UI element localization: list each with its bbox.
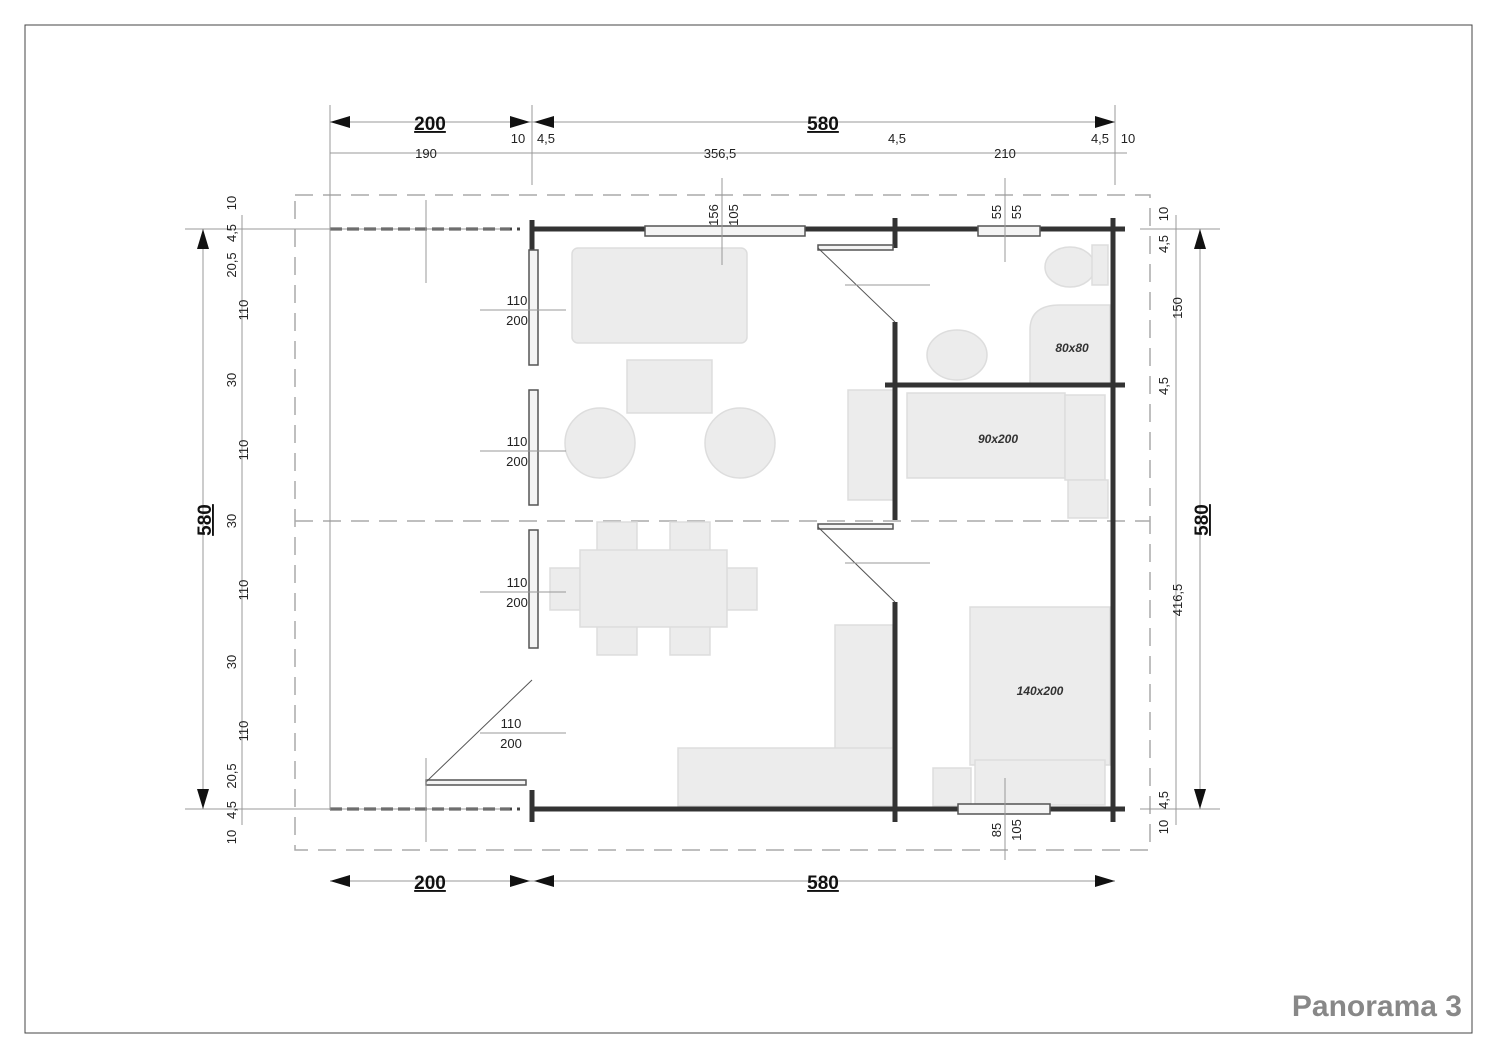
svg-text:4,5: 4,5 [224, 801, 239, 819]
svg-text:10: 10 [1156, 207, 1171, 221]
furniture [549, 244, 1111, 807]
svg-text:110: 110 [507, 575, 528, 590]
chair [596, 624, 638, 656]
svg-text:190: 190 [415, 146, 437, 161]
svg-text:156: 156 [706, 204, 721, 226]
svg-text:20,5: 20,5 [224, 763, 239, 788]
washbasin [926, 329, 988, 381]
model-title: Panorama 3 [1292, 990, 1462, 1023]
svg-text:30: 30 [224, 514, 239, 528]
svg-text:10: 10 [1121, 131, 1135, 146]
svg-text:110: 110 [236, 440, 251, 461]
dimension-lines [185, 105, 1220, 882]
depth-right: 580 [1192, 504, 1213, 536]
right-detail-dims: 10 4,5 150 4,5 416,5 4,5 10 [1156, 207, 1185, 834]
svg-text:200: 200 [506, 595, 528, 610]
coffee-table [626, 359, 713, 414]
house-width: 580 [807, 114, 839, 135]
nightstand [932, 767, 972, 807]
svg-text:200: 200 [506, 454, 528, 469]
svg-text:30: 30 [224, 655, 239, 669]
svg-text:10: 10 [224, 196, 239, 210]
svg-text:10: 10 [511, 131, 525, 146]
depth-left: 580 [195, 504, 216, 536]
terrace-width-bottom: 200 [414, 873, 446, 894]
nightstand [1064, 394, 1106, 481]
svg-text:105: 105 [726, 204, 741, 226]
svg-text:110: 110 [236, 300, 251, 321]
svg-text:30: 30 [224, 373, 239, 387]
single-bed [906, 392, 1066, 479]
svg-text:55: 55 [989, 205, 1004, 219]
svg-text:200: 200 [506, 313, 528, 328]
dimension-arrows [197, 116, 1206, 887]
toilet [1044, 246, 1096, 288]
svg-text:356,5: 356,5 [704, 146, 737, 161]
svg-text:210: 210 [994, 146, 1016, 161]
terrace-width: 200 [414, 114, 446, 135]
svg-text:4,5: 4,5 [1156, 235, 1171, 253]
chair [596, 521, 638, 553]
bed-pillows [974, 759, 1106, 806]
chair [669, 521, 711, 553]
svg-text:4,5: 4,5 [1091, 131, 1109, 146]
svg-text:416,5: 416,5 [1170, 584, 1185, 617]
svg-text:10: 10 [224, 830, 239, 844]
opening-labels: 110 200 110 200 110 200 110 200 156 105 … [500, 204, 1024, 841]
svg-text:110: 110 [507, 293, 528, 308]
svg-text:4,5: 4,5 [537, 131, 555, 146]
toilet-tank [1091, 244, 1109, 286]
chair [669, 624, 711, 656]
kitchen-stove [834, 624, 894, 751]
chair [726, 567, 758, 611]
armchair [704, 407, 776, 479]
sofa [571, 247, 748, 344]
top-detail-dims: 190 10 4,5 356,5 4,5 210 4,5 10 [415, 131, 1135, 161]
shower-size: 80x80 [1055, 341, 1089, 355]
svg-text:4,5: 4,5 [224, 224, 239, 242]
kitchen-counter [677, 747, 894, 807]
frame [24, 24, 1473, 1034]
single-bed-size: 90x200 [978, 432, 1018, 446]
svg-text:110: 110 [236, 580, 251, 601]
dining-table [579, 549, 728, 628]
svg-text:20,5: 20,5 [224, 252, 239, 277]
svg-text:110: 110 [236, 721, 251, 742]
openings [425, 225, 1051, 815]
svg-text:4,5: 4,5 [1156, 791, 1171, 809]
shower [1029, 304, 1111, 386]
double-bed [969, 606, 1111, 766]
nightstand [1067, 479, 1109, 519]
double-bed-size: 140x200 [1017, 684, 1064, 698]
svg-text:110: 110 [507, 434, 528, 449]
svg-text:4,5: 4,5 [1156, 377, 1171, 395]
house-width-bottom: 580 [807, 873, 839, 894]
svg-text:200: 200 [500, 736, 522, 751]
armchair [564, 407, 636, 479]
wardrobe [847, 389, 894, 501]
svg-text:150: 150 [1170, 297, 1185, 319]
chair [549, 567, 581, 611]
left-detail-dims: 10 4,5 20,5 110 30 110 30 110 30 110 20,… [224, 196, 251, 844]
svg-text:10: 10 [1156, 820, 1171, 834]
svg-text:55: 55 [1009, 205, 1024, 219]
svg-text:110: 110 [501, 716, 522, 731]
svg-text:105: 105 [1009, 819, 1024, 841]
svg-text:85: 85 [989, 823, 1004, 837]
svg-text:4,5: 4,5 [888, 131, 906, 146]
